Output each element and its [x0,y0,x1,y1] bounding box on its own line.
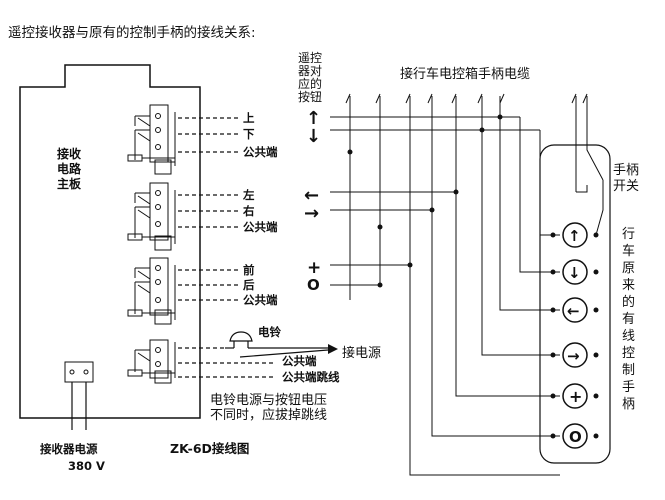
handle-label-char: 来 [622,278,635,293]
relay-group-1 [127,104,176,175]
relay-group-3 [127,257,176,325]
handle-button-plus: + [562,383,588,409]
button-column-label-3: 应的 [298,76,322,91]
power-pin-right [83,369,89,375]
remote-left-arrow-icon: ← [304,185,319,206]
note-line-1: 电铃电源与按钮电压 [210,393,327,408]
handle-button-left: ← [562,297,588,323]
power-connector [64,361,94,383]
junction-dots [347,114,599,439]
handle-left-arrow-icon: ← [567,302,580,320]
terminal-label-front: 前 [243,263,255,277]
handle-label-char: 制 [622,363,635,378]
handle-vertical-label: 行 车 原 来 的 有 线 控 制 手 柄 [622,227,635,412]
control-handle-outline [539,144,611,464]
bell-icon [225,331,253,349]
handle-label-char: 车 [622,243,635,259]
relay-group-2 [127,182,176,251]
diagram-title: 遥控接收器与原有的控制手柄的接线关系: [8,24,256,41]
handle-label-char: 控 [622,346,635,361]
cable-tick-marks [345,93,588,104]
receiver-board-outline [19,64,201,419]
handle-label-char: 线 [622,329,635,344]
power-arrow-label: 接电源 [342,345,381,361]
power-arrow [239,344,338,358]
button-column-label-1: 遥控 [298,51,322,65]
handle-button-up: ↑ [562,222,588,248]
handle-label-char: 有 [622,312,635,327]
note-line-2: 不同时，应拔掉跳线 [210,407,327,423]
handle-switch-label-1: 手柄 [613,163,639,178]
remote-circle-icon: O [307,276,320,294]
handle-label-char: 柄 [622,397,635,412]
remote-down-arrow-icon: ↓ [306,126,321,147]
terminal-label-up: 上 [243,111,255,125]
handle-label-char: 原 [622,261,635,276]
handle-label-char: 的 [622,294,635,310]
cable-label: 接行车电控箱手柄电缆 [400,66,530,82]
cable-wires [349,96,604,476]
receiver-power-voltage: 380 V [68,459,105,473]
button-column-label-2: 器对 [298,64,322,78]
model-label: ZK-6D接线图 [170,441,249,456]
terminal-label-common-3: 公共端 [243,293,278,307]
handle-label-char: 手 [622,380,635,395]
handle-plus-icon: + [569,387,582,406]
handle-down-arrow-icon: ↓ [568,264,581,282]
button-column-label-4: 按钮 [298,89,322,104]
handle-button-right: → [562,342,588,368]
terminal-label-common-2: 公共端 [243,220,278,234]
terminal-label-down: 下 [243,127,255,141]
terminal-label-left: 左 [242,188,255,202]
board-label-line-3: 主板 [57,176,82,191]
bell-common-jumper-label: 公共端跳线 [282,370,340,384]
terminal-label-right: 右 [242,204,255,218]
terminal-dashed-lines [178,117,275,378]
handle-up-arrow-icon: ↑ [568,227,581,245]
handle-label-char: 行 [622,227,635,242]
remote-button-wires [330,116,500,286]
receiver-power-label: 接收器电源 [40,442,98,456]
terminal-label-back: 后 [243,278,255,292]
bell-common-label: 公共端 [282,354,317,368]
handle-button-down: ↓ [562,259,588,285]
terminal-label-common-1: 公共端 [243,145,278,159]
handle-circle-icon: O [569,428,582,446]
handle-button-circle: O [562,423,588,449]
board-label-line-1: 接收 [57,146,81,161]
remote-right-arrow-icon: → [304,203,319,224]
relay-group-4 [127,339,176,384]
remote-up-arrow-icon: ↑ [306,108,321,129]
board-label-line-2: 电路 [57,161,82,176]
handle-switch-label-2: 开关 [613,179,639,194]
handle-right-arrow-icon: → [567,347,580,365]
remote-plus-icon: + [307,258,321,278]
power-pin-left [69,369,75,375]
handle-switch-wire [595,180,604,236]
bell-label: 电铃 [258,325,281,339]
